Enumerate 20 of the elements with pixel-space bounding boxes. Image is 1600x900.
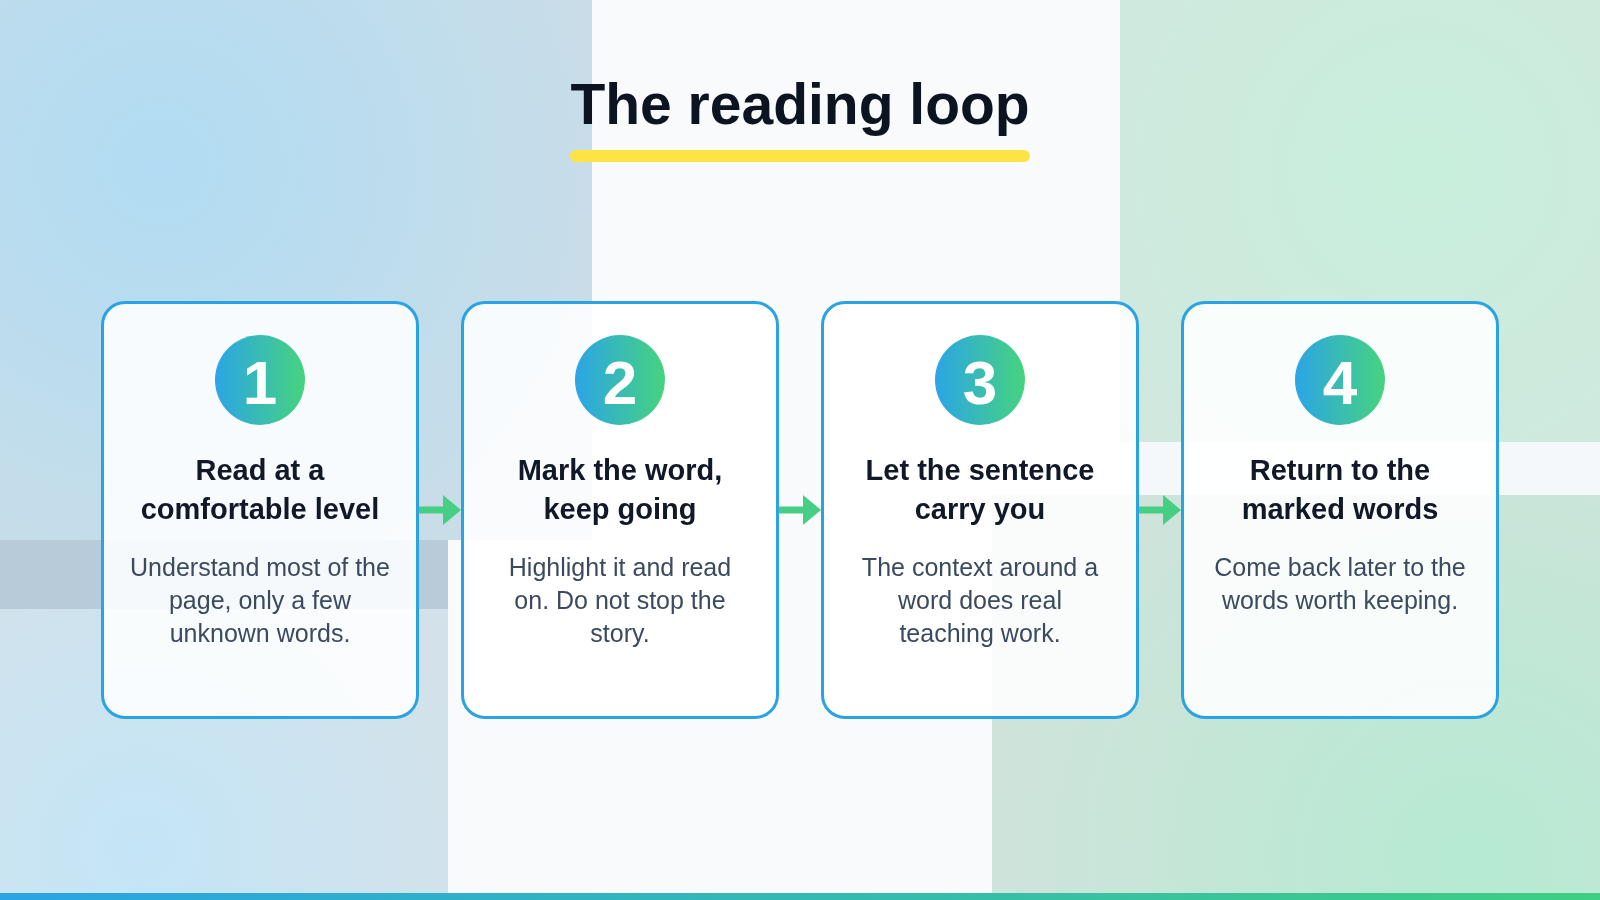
step-heading: Return to the marked words (1240, 453, 1440, 527)
step-card (1181, 301, 1499, 719)
arrow (1139, 495, 1181, 525)
title: The reading loop (570, 71, 1030, 137)
step-number: 2 (602, 352, 638, 414)
step-card (821, 301, 1139, 719)
step-card (101, 301, 419, 719)
step-heading: Let the sentence carry you (864, 453, 1096, 527)
step-description: Understand most of the page, only a few unknown words. (129, 552, 391, 649)
step-card (461, 301, 779, 719)
arrow (779, 495, 821, 525)
arrow (419, 495, 461, 525)
step-number: 4 (1322, 352, 1358, 414)
step-number: 3 (962, 352, 998, 414)
step-heading: Mark the word, keep going (516, 453, 724, 527)
step-heading: Read at a comfortable level (139, 453, 381, 527)
step-description: Come back later to the words worth keeping. (1213, 552, 1467, 616)
step-number: 1 (242, 352, 278, 414)
step-description: Highlight it and read on. Do not stop the story. (507, 552, 733, 649)
step-description: The context around a word does real teaching work. (860, 552, 1100, 649)
